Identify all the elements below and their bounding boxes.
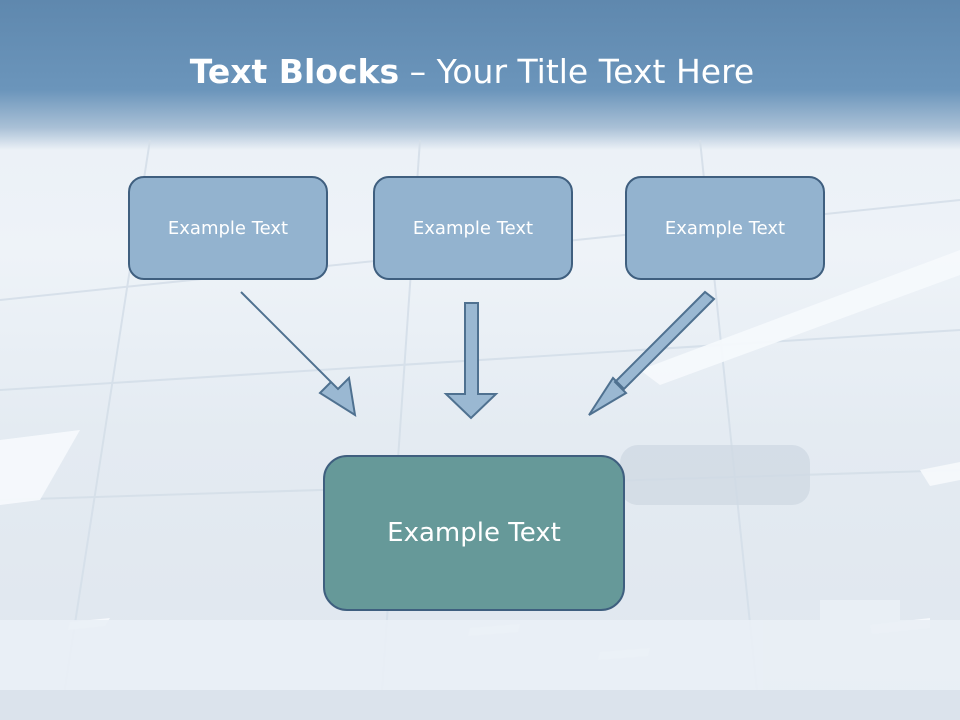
result-block-label: Example Text (387, 518, 561, 548)
slide-title: Text Blocks – Your Title Text Here (0, 52, 944, 91)
text-block-2[interactable]: Example Text (373, 176, 573, 280)
arrow-right-icon (588, 290, 716, 416)
arrow-center-icon (443, 302, 499, 420)
text-block-2-label: Example Text (412, 217, 534, 239)
header-band (0, 0, 960, 150)
text-block-1[interactable]: Example Text (128, 176, 328, 280)
text-block-3-label: Example Text (664, 217, 786, 239)
text-block-3[interactable]: Example Text (625, 176, 825, 280)
title-rest-part: Your Title Text Here (436, 52, 755, 91)
text-block-1-label: Example Text (167, 217, 289, 239)
title-bold-part: Text Blocks (189, 52, 400, 91)
title-separator: – (399, 52, 437, 91)
arrow-left-icon (240, 291, 357, 418)
result-block[interactable]: Example Text (323, 455, 625, 611)
